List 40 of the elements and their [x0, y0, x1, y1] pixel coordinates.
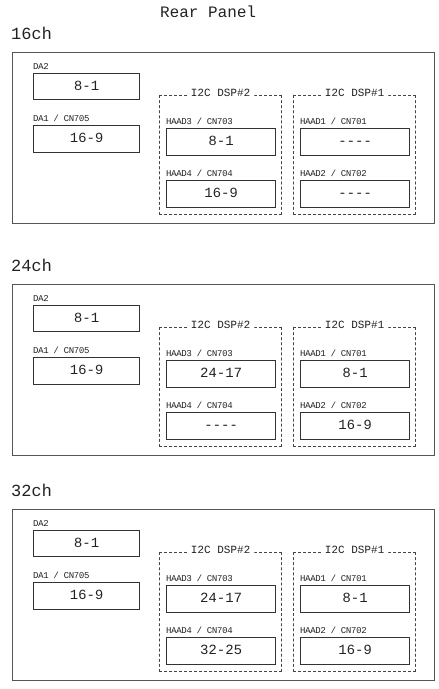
- channel-range: ----: [337, 186, 373, 202]
- connector-label: DA1 / CN705: [33, 346, 90, 356]
- connector-label: HAAD2 / CN702: [300, 401, 366, 411]
- connector-label: DA2: [33, 62, 48, 72]
- channel-range: 16-9: [203, 186, 239, 202]
- connector-label: DA2: [33, 294, 48, 304]
- channel-range: ----: [203, 418, 239, 434]
- connector-label: HAAD4 / CN704: [166, 169, 232, 179]
- channel-range: 32-25: [198, 643, 243, 659]
- channel-range: 8-1: [341, 366, 369, 382]
- channel-range: 8-1: [341, 591, 369, 607]
- connector-label: HAAD1 / CN701: [300, 117, 366, 127]
- channel-range: 8-1: [72, 536, 100, 552]
- diagram-title: Rear Panel: [160, 4, 256, 22]
- channel-range: 16-9: [337, 418, 373, 434]
- connector-label: HAAD2 / CN702: [300, 169, 366, 179]
- channel-range: 16-9: [68, 363, 104, 379]
- connector-label: HAAD3 / CN703: [166, 349, 232, 359]
- panel-heading: 24ch: [11, 258, 52, 277]
- channel-range: 24-17: [198, 366, 243, 382]
- connector-label: HAAD4 / CN704: [166, 401, 232, 411]
- panel-heading: 32ch: [11, 483, 52, 502]
- connector-label: DA1 / CN705: [33, 571, 90, 581]
- connector-label: HAAD1 / CN701: [300, 574, 366, 584]
- panel-heading: 16ch: [11, 26, 52, 45]
- channel-range: 16-9: [68, 131, 104, 147]
- channel-range: 8-1: [72, 310, 100, 326]
- channel-range: 24-17: [198, 591, 243, 607]
- connector-label: HAAD4 / CN704: [166, 626, 232, 636]
- channel-range: 16-9: [337, 643, 373, 659]
- channel-range: 16-9: [68, 588, 104, 604]
- channel-range: ----: [337, 134, 373, 150]
- channel-range: 8-1: [207, 134, 235, 150]
- connector-label: HAAD3 / CN703: [166, 574, 232, 584]
- connector-label: DA1 / CN705: [33, 114, 90, 124]
- connector-label: HAAD2 / CN702: [300, 626, 366, 636]
- connector-label: DA2: [33, 519, 48, 529]
- channel-range: 8-1: [72, 78, 100, 94]
- connector-label: HAAD3 / CN703: [166, 117, 232, 127]
- connector-label: HAAD1 / CN701: [300, 349, 366, 359]
